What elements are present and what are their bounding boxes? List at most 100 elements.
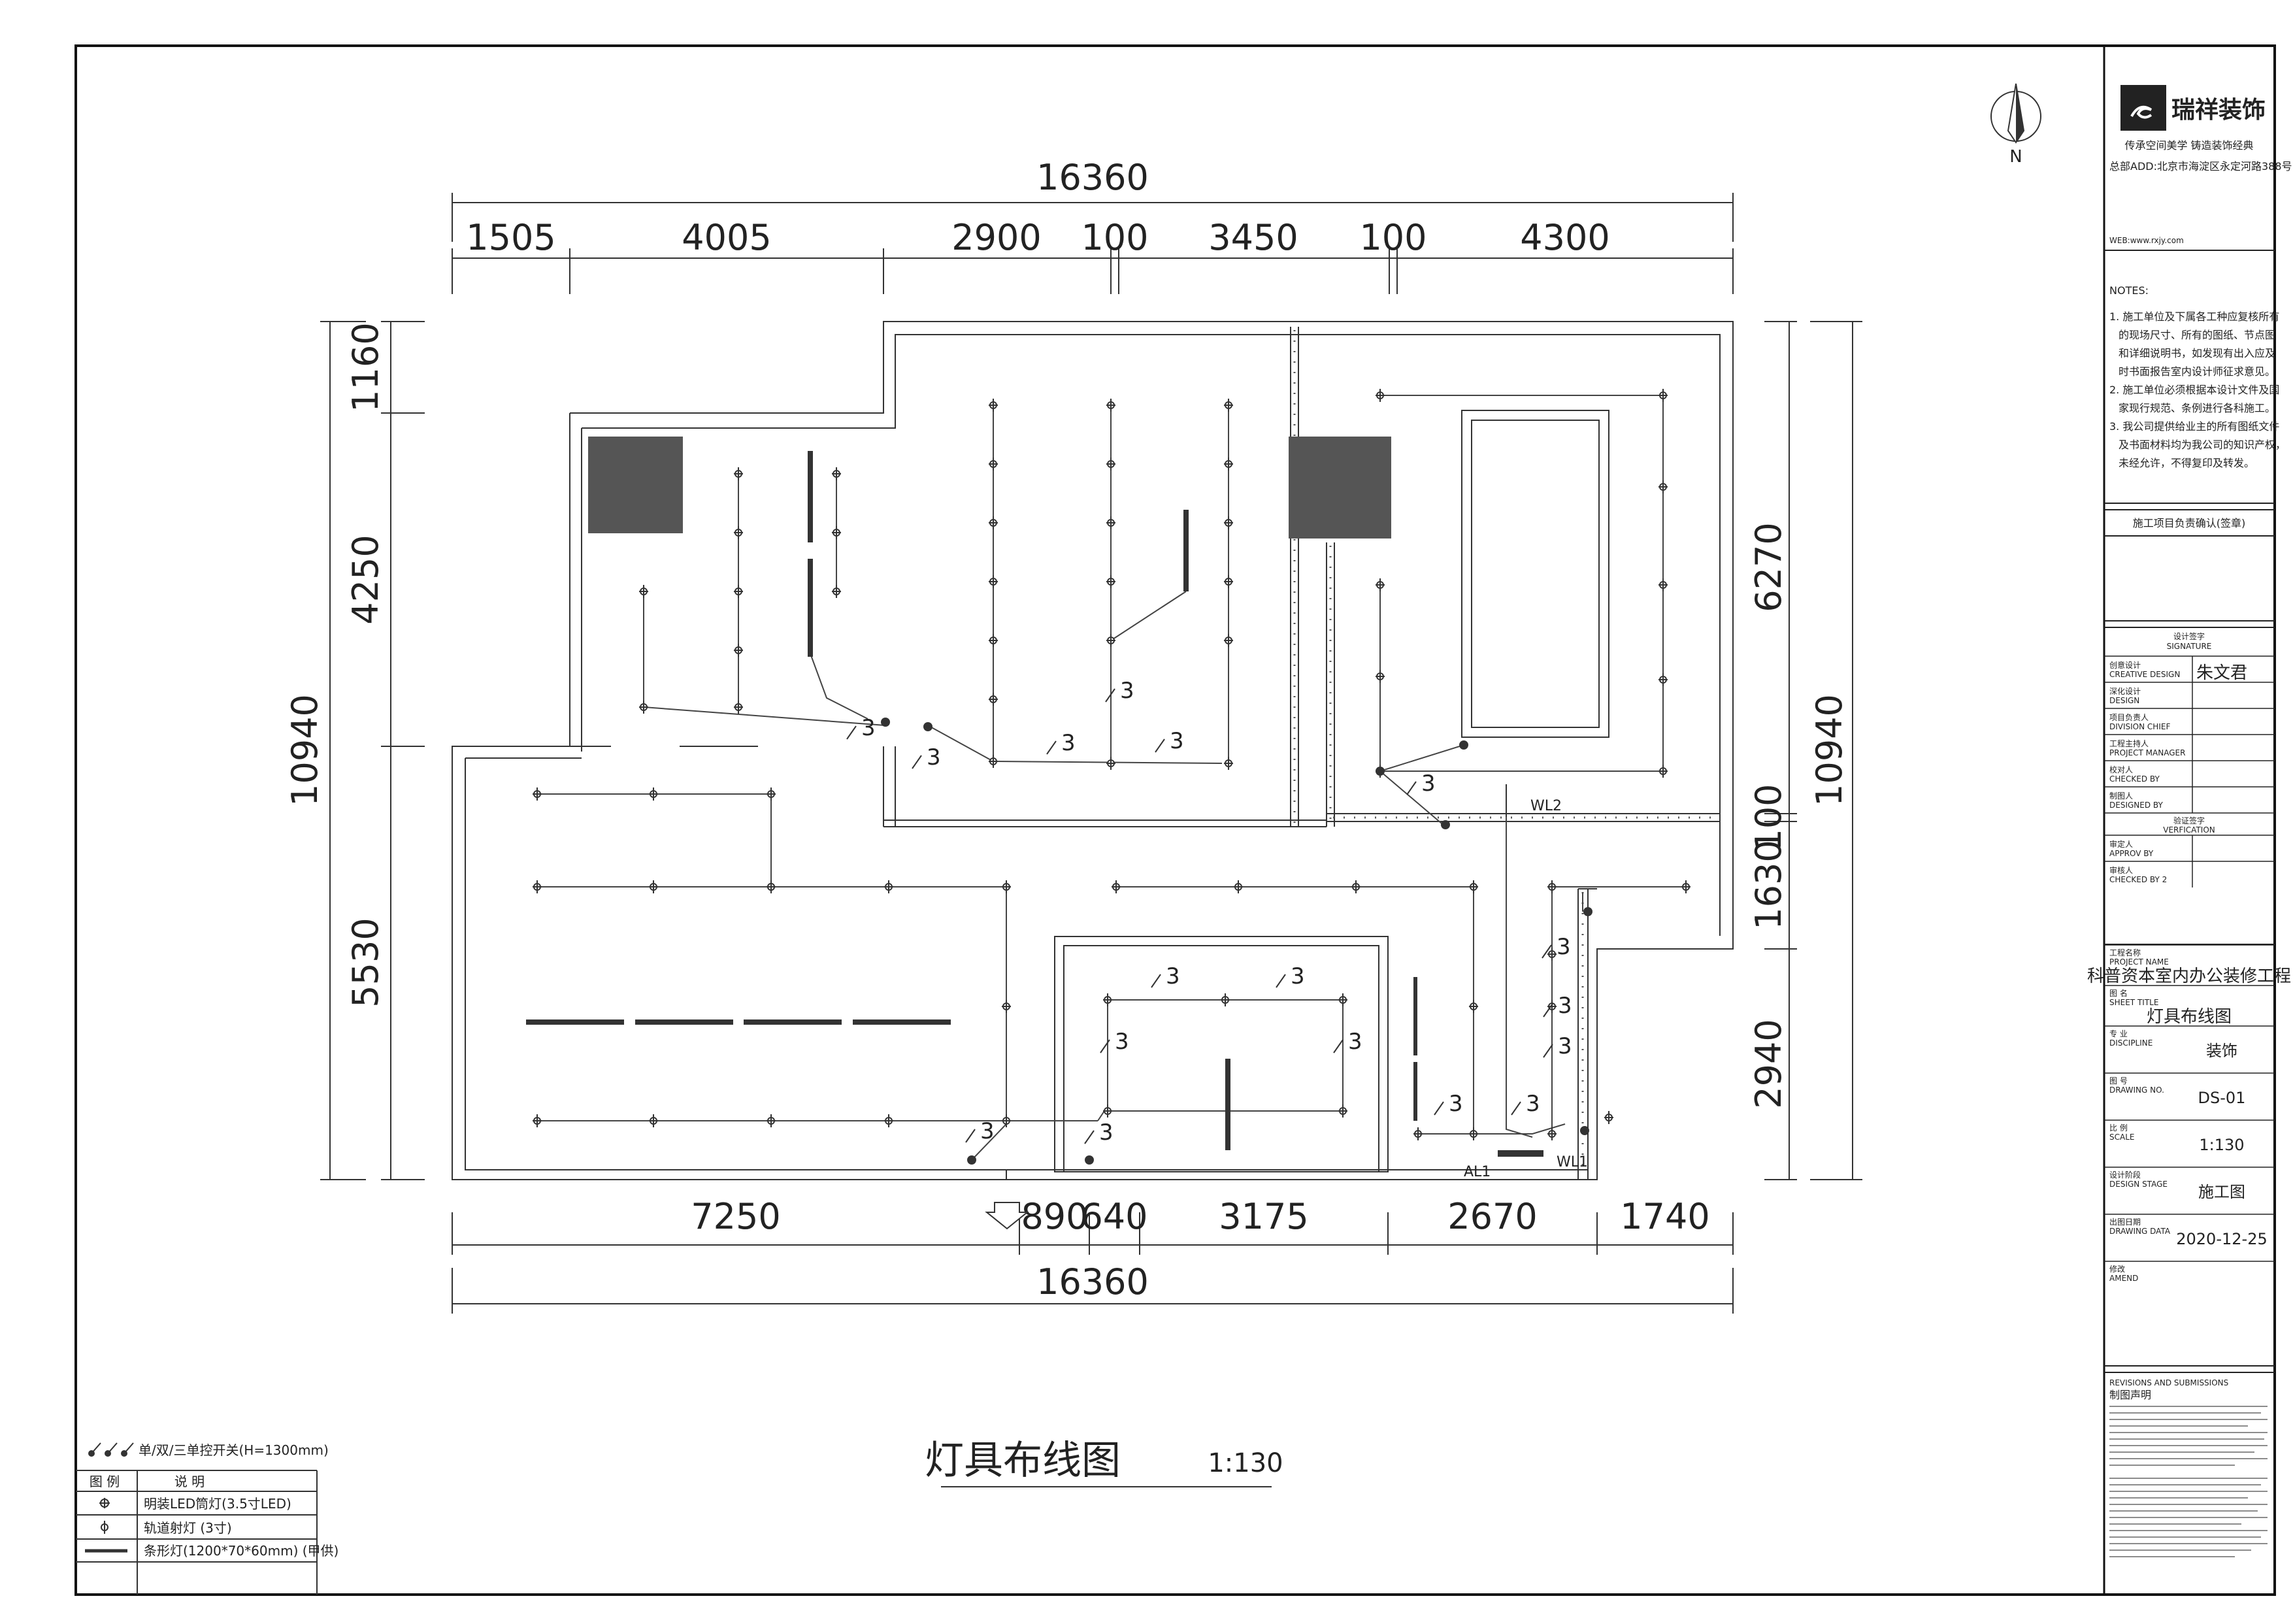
wire-count-label: 3 xyxy=(1170,728,1184,754)
downlight-icon xyxy=(1469,880,1478,893)
downlight-icon xyxy=(989,516,998,529)
downlight-icon xyxy=(1469,1127,1478,1140)
wire-count-label: 3 xyxy=(1061,730,1076,756)
switch-dot xyxy=(1583,907,1592,916)
sign-row-label-cn: 项目负责人 xyxy=(2109,713,2149,722)
dim-bottom-seg-3: 640 xyxy=(1080,1196,1147,1237)
legend-row-3-text: 条形灯(1200*70*60mm) (甲供) xyxy=(144,1543,338,1559)
legend: 单/双/三单控开关(H=1300mm) 图 例 说 明 明装LED筒灯(3.5寸… xyxy=(76,1442,338,1595)
downlight-icon xyxy=(734,585,743,598)
strip-light xyxy=(808,451,813,542)
downlight-icon xyxy=(1106,516,1115,529)
downlight-icon xyxy=(767,787,776,801)
dim-top-seg-6: 100 xyxy=(1359,217,1427,258)
strip-light xyxy=(635,1019,733,1025)
note-line-1: 1. 施工单位及下属各工种应复核所有 xyxy=(2109,310,2279,323)
dim-left-seg-3: 5530 xyxy=(345,918,386,1007)
drawing-title: 灯具布线图 xyxy=(925,1438,1121,1483)
downlight-icon xyxy=(1681,880,1691,893)
signature-header-cn: 设计签字 xyxy=(2173,631,2205,641)
wire-tick xyxy=(1333,1039,1344,1053)
floor-plan-walls xyxy=(452,321,1734,1180)
company-web: WEB:www.rxjy.com xyxy=(2109,236,2184,245)
downlight-icon xyxy=(1234,880,1243,893)
wiring-lines xyxy=(537,395,1686,1161)
confirm-label: 施工项目负责确认(签章) xyxy=(2133,517,2246,529)
downlight-icon xyxy=(734,467,743,480)
dim-right-seg-4: 2940 xyxy=(1748,1019,1789,1108)
drawing-number-label-en: DRAWING NO. xyxy=(2109,1085,2164,1095)
notes-title: NOTES: xyxy=(2109,284,2149,297)
dotted-partitions xyxy=(1293,330,1712,1170)
wire-tick xyxy=(846,725,857,740)
dim-top-seg-5: 3450 xyxy=(1208,217,1298,258)
downlight-icon xyxy=(639,701,648,714)
wire-tick xyxy=(1155,738,1165,753)
wire-count-label: 3 xyxy=(1558,1033,1572,1059)
wire-count-label: 3 xyxy=(861,715,876,741)
sign-row-value: 朱文君 xyxy=(2196,663,2247,683)
circuit-label-wl1: WL1 xyxy=(1557,1154,1588,1170)
circuit-label-wl2: WL2 xyxy=(1530,798,1562,814)
sheet-title: 灯具布线图 xyxy=(2147,1007,2232,1027)
verify-row-label-cn: 审定人 xyxy=(2109,839,2133,849)
sign-row-label-en: DESIGNED BY xyxy=(2109,801,2163,810)
downlight-icon xyxy=(1002,1114,1011,1127)
dim-top-seg-2: 4005 xyxy=(682,217,771,258)
downlight-icon xyxy=(649,1114,658,1127)
note-line-6: 家现行规范、条例进行各科施工。 xyxy=(2119,402,2275,414)
downlight-icon xyxy=(533,1114,542,1127)
drawing-number: DS-01 xyxy=(2198,1089,2246,1107)
company-name: 瑞祥装饰 xyxy=(2171,97,2266,124)
dimension-lines xyxy=(320,193,1862,1314)
verify-row-label-en: APPROV BY xyxy=(2109,849,2154,858)
note-line-8: 及书面材料均为我公司的知识产权， xyxy=(2119,439,2286,451)
downlight-icon xyxy=(1658,480,1668,493)
light-fixtures xyxy=(533,389,1691,1140)
switch-dot xyxy=(1085,1155,1094,1165)
dim-top-seg-7: 4300 xyxy=(1520,217,1609,258)
downlight-icon xyxy=(1106,634,1115,647)
wire-tick xyxy=(1100,1039,1110,1053)
project-name-label-cn: 工程名称 xyxy=(2109,948,2141,957)
sign-row-label-en: DIVISION CHIEF xyxy=(2109,722,2170,731)
verify-header-en: VERFICATION xyxy=(2163,825,2215,835)
dim-right-seg-3: 1630 xyxy=(1748,840,1789,929)
downlight-icon xyxy=(649,787,658,801)
dim-left-total: 10940 xyxy=(284,694,325,806)
wire-tick xyxy=(1084,1130,1095,1144)
legend-row-2-text: 轨道射灯 (3寸) xyxy=(144,1520,232,1536)
dim-top-seg-1: 1505 xyxy=(466,217,555,258)
dim-bottom-seg-6: 1740 xyxy=(1620,1196,1709,1237)
downlight-icon xyxy=(1106,757,1115,770)
downlight-icon xyxy=(989,399,998,412)
downlight-icon xyxy=(1376,578,1385,591)
structural-column-left xyxy=(588,437,683,533)
downlight-icon xyxy=(989,755,998,768)
downlight-icon xyxy=(832,585,841,598)
downlight-icon xyxy=(1002,880,1011,893)
downlight-icon xyxy=(884,1114,893,1127)
downlight-icon xyxy=(1106,399,1115,412)
verify-row-label-cn: 审核人 xyxy=(2109,865,2133,875)
wire-count-label: 3 xyxy=(1421,771,1436,797)
wire-count-label: 3 xyxy=(1099,1119,1114,1146)
project-name-label-en: PROJECT NAME xyxy=(2109,957,2169,967)
strip-lights xyxy=(526,451,1417,1150)
downlight-icon xyxy=(767,880,776,893)
wire-count-label: 3 xyxy=(927,744,941,771)
downlight-icon xyxy=(1221,993,1230,1006)
downlight-icon xyxy=(1224,516,1233,529)
downlight-icon xyxy=(1224,634,1233,647)
sign-row-label-en: PROJECT MANAGER xyxy=(2109,748,2185,757)
downlight-icon xyxy=(1547,1000,1557,1013)
wire-tick xyxy=(1406,781,1417,795)
design-stage: 施工图 xyxy=(2198,1183,2245,1201)
sheet-title-label-en: SHEET TITLE xyxy=(2109,998,2158,1007)
dim-top-total: 16360 xyxy=(1036,157,1149,198)
wire-tick xyxy=(1543,1003,1553,1018)
note-line-4: 时书面报告室内设计师征求意见。 xyxy=(2119,365,2275,378)
downlight-icon xyxy=(989,634,998,647)
sign-row-label-cn: 校对人 xyxy=(2109,765,2133,774)
strip-light xyxy=(1413,977,1417,1055)
